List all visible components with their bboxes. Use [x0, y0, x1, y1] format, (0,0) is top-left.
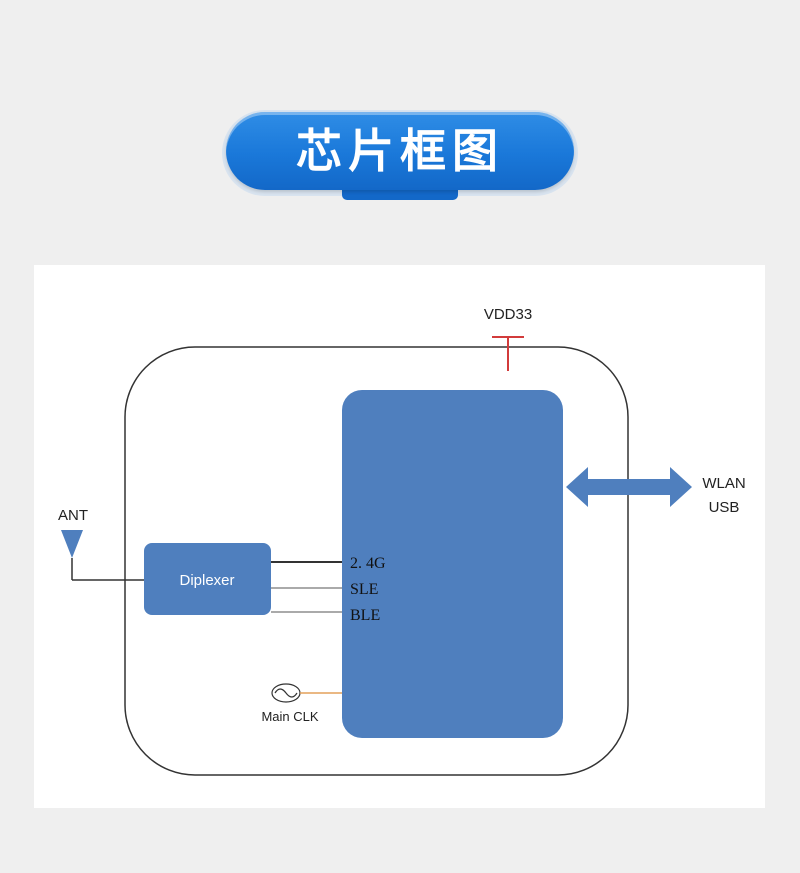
title-pill: 芯片框图	[226, 112, 574, 190]
title-banner: 芯片框图	[222, 110, 578, 202]
diplexer-label: Diplexer	[179, 572, 234, 589]
antenna-label: ANT	[58, 507, 88, 524]
signal-label-ble: BLE	[350, 607, 380, 624]
power-label: VDD33	[484, 306, 532, 323]
signal-label-sle: SLE	[350, 581, 378, 598]
diplexer-block	[144, 543, 271, 615]
signal-label-2-4g: 2. 4G	[350, 555, 386, 572]
interface-double-arrow	[566, 467, 692, 507]
chip-block-diagram: VDD33 WLAN USB ANT Diplexer 2. 4G SLE BL…	[34, 265, 765, 808]
soc-block	[342, 390, 563, 738]
diagram-canvas: VDD33 WLAN USB ANT Diplexer 2. 4G SLE BL…	[58, 306, 746, 776]
interface-label-wlan: WLAN	[702, 475, 745, 492]
clock-label: Main CLK	[261, 709, 318, 724]
chip-outline	[124, 346, 629, 776]
title-banner-underbar	[342, 190, 458, 200]
clock-sine-icon	[274, 688, 298, 698]
antenna-icon	[61, 530, 83, 558]
interface-label-usb: USB	[709, 499, 740, 516]
page-title: 芯片框图	[296, 124, 504, 178]
